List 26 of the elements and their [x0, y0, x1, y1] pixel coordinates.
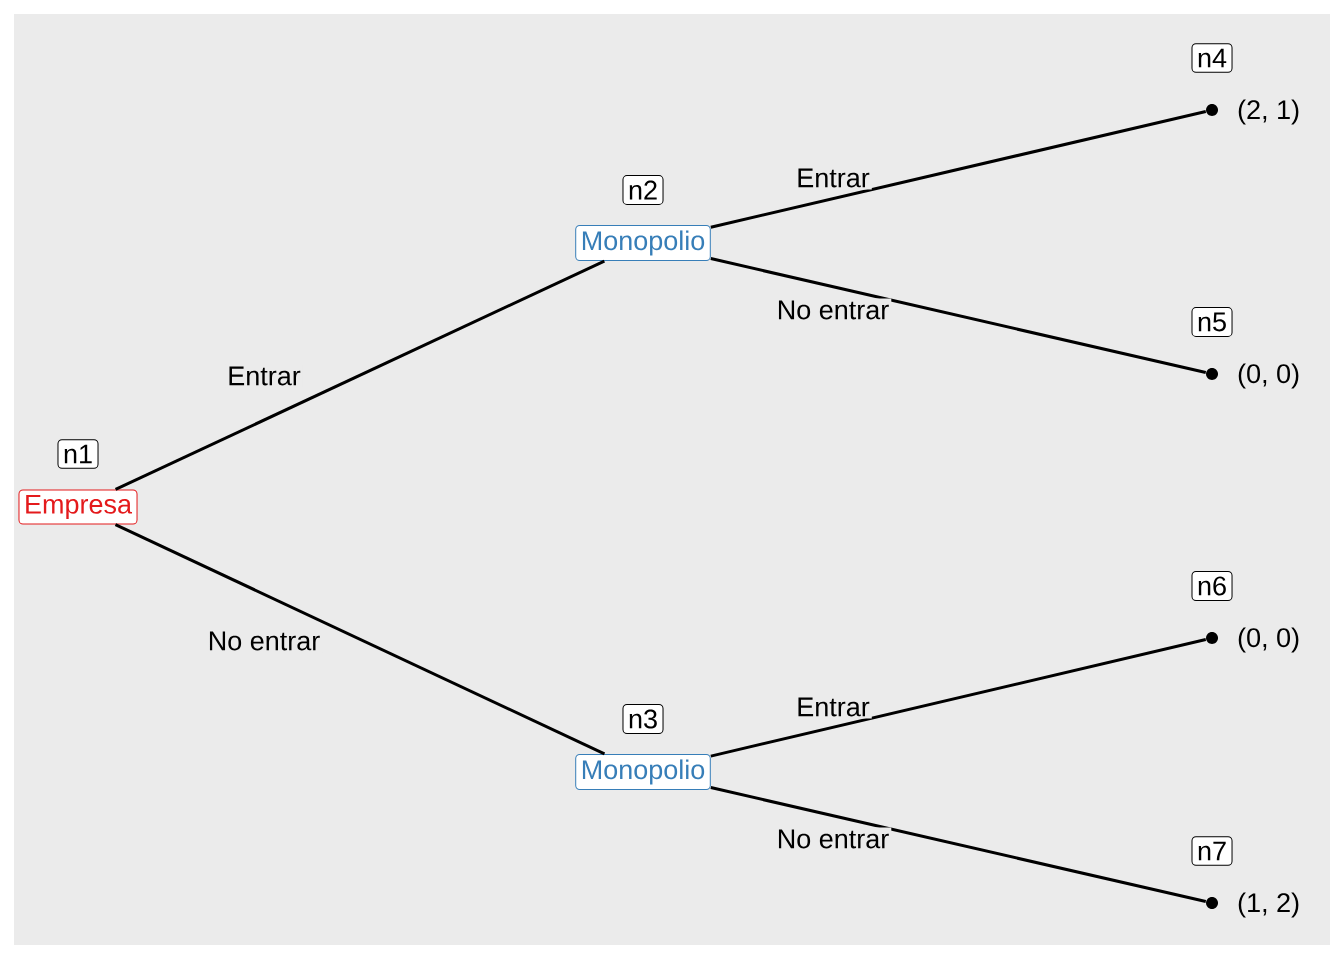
payoff-label: (2, 1) [1238, 99, 1299, 125]
edge-label: No entrar [778, 829, 889, 849]
node-id-label: n2 [622, 175, 664, 205]
node-id-label: n6 [1191, 570, 1233, 602]
edge-label: Entrar [798, 697, 870, 717]
edge-label: Entrar [798, 168, 870, 188]
edge-label: Entrar [229, 366, 301, 386]
branch-line [114, 523, 606, 756]
edge-label: No entrar [778, 300, 889, 320]
edge-label: No entrar [209, 631, 320, 651]
payoff-label: (0, 0) [1238, 627, 1299, 653]
node-id-label: n3 [622, 703, 664, 735]
payoff-label: (1, 2) [1238, 892, 1299, 918]
branch-line [710, 786, 1207, 904]
branch-line [710, 110, 1207, 229]
node-id-label: n7 [1191, 836, 1233, 866]
player-box: Empresa [18, 489, 138, 525]
player-box: Monopolio [575, 753, 711, 791]
payoff-label: (0, 0) [1238, 363, 1299, 389]
branch-line [710, 638, 1207, 758]
branch-line [710, 257, 1207, 375]
player-box: Monopolio [575, 224, 711, 262]
node-id-label: n5 [1191, 307, 1233, 337]
node-id-label: n1 [57, 439, 99, 469]
branch-line [114, 259, 605, 491]
node-id-label: n4 [1191, 43, 1233, 73]
